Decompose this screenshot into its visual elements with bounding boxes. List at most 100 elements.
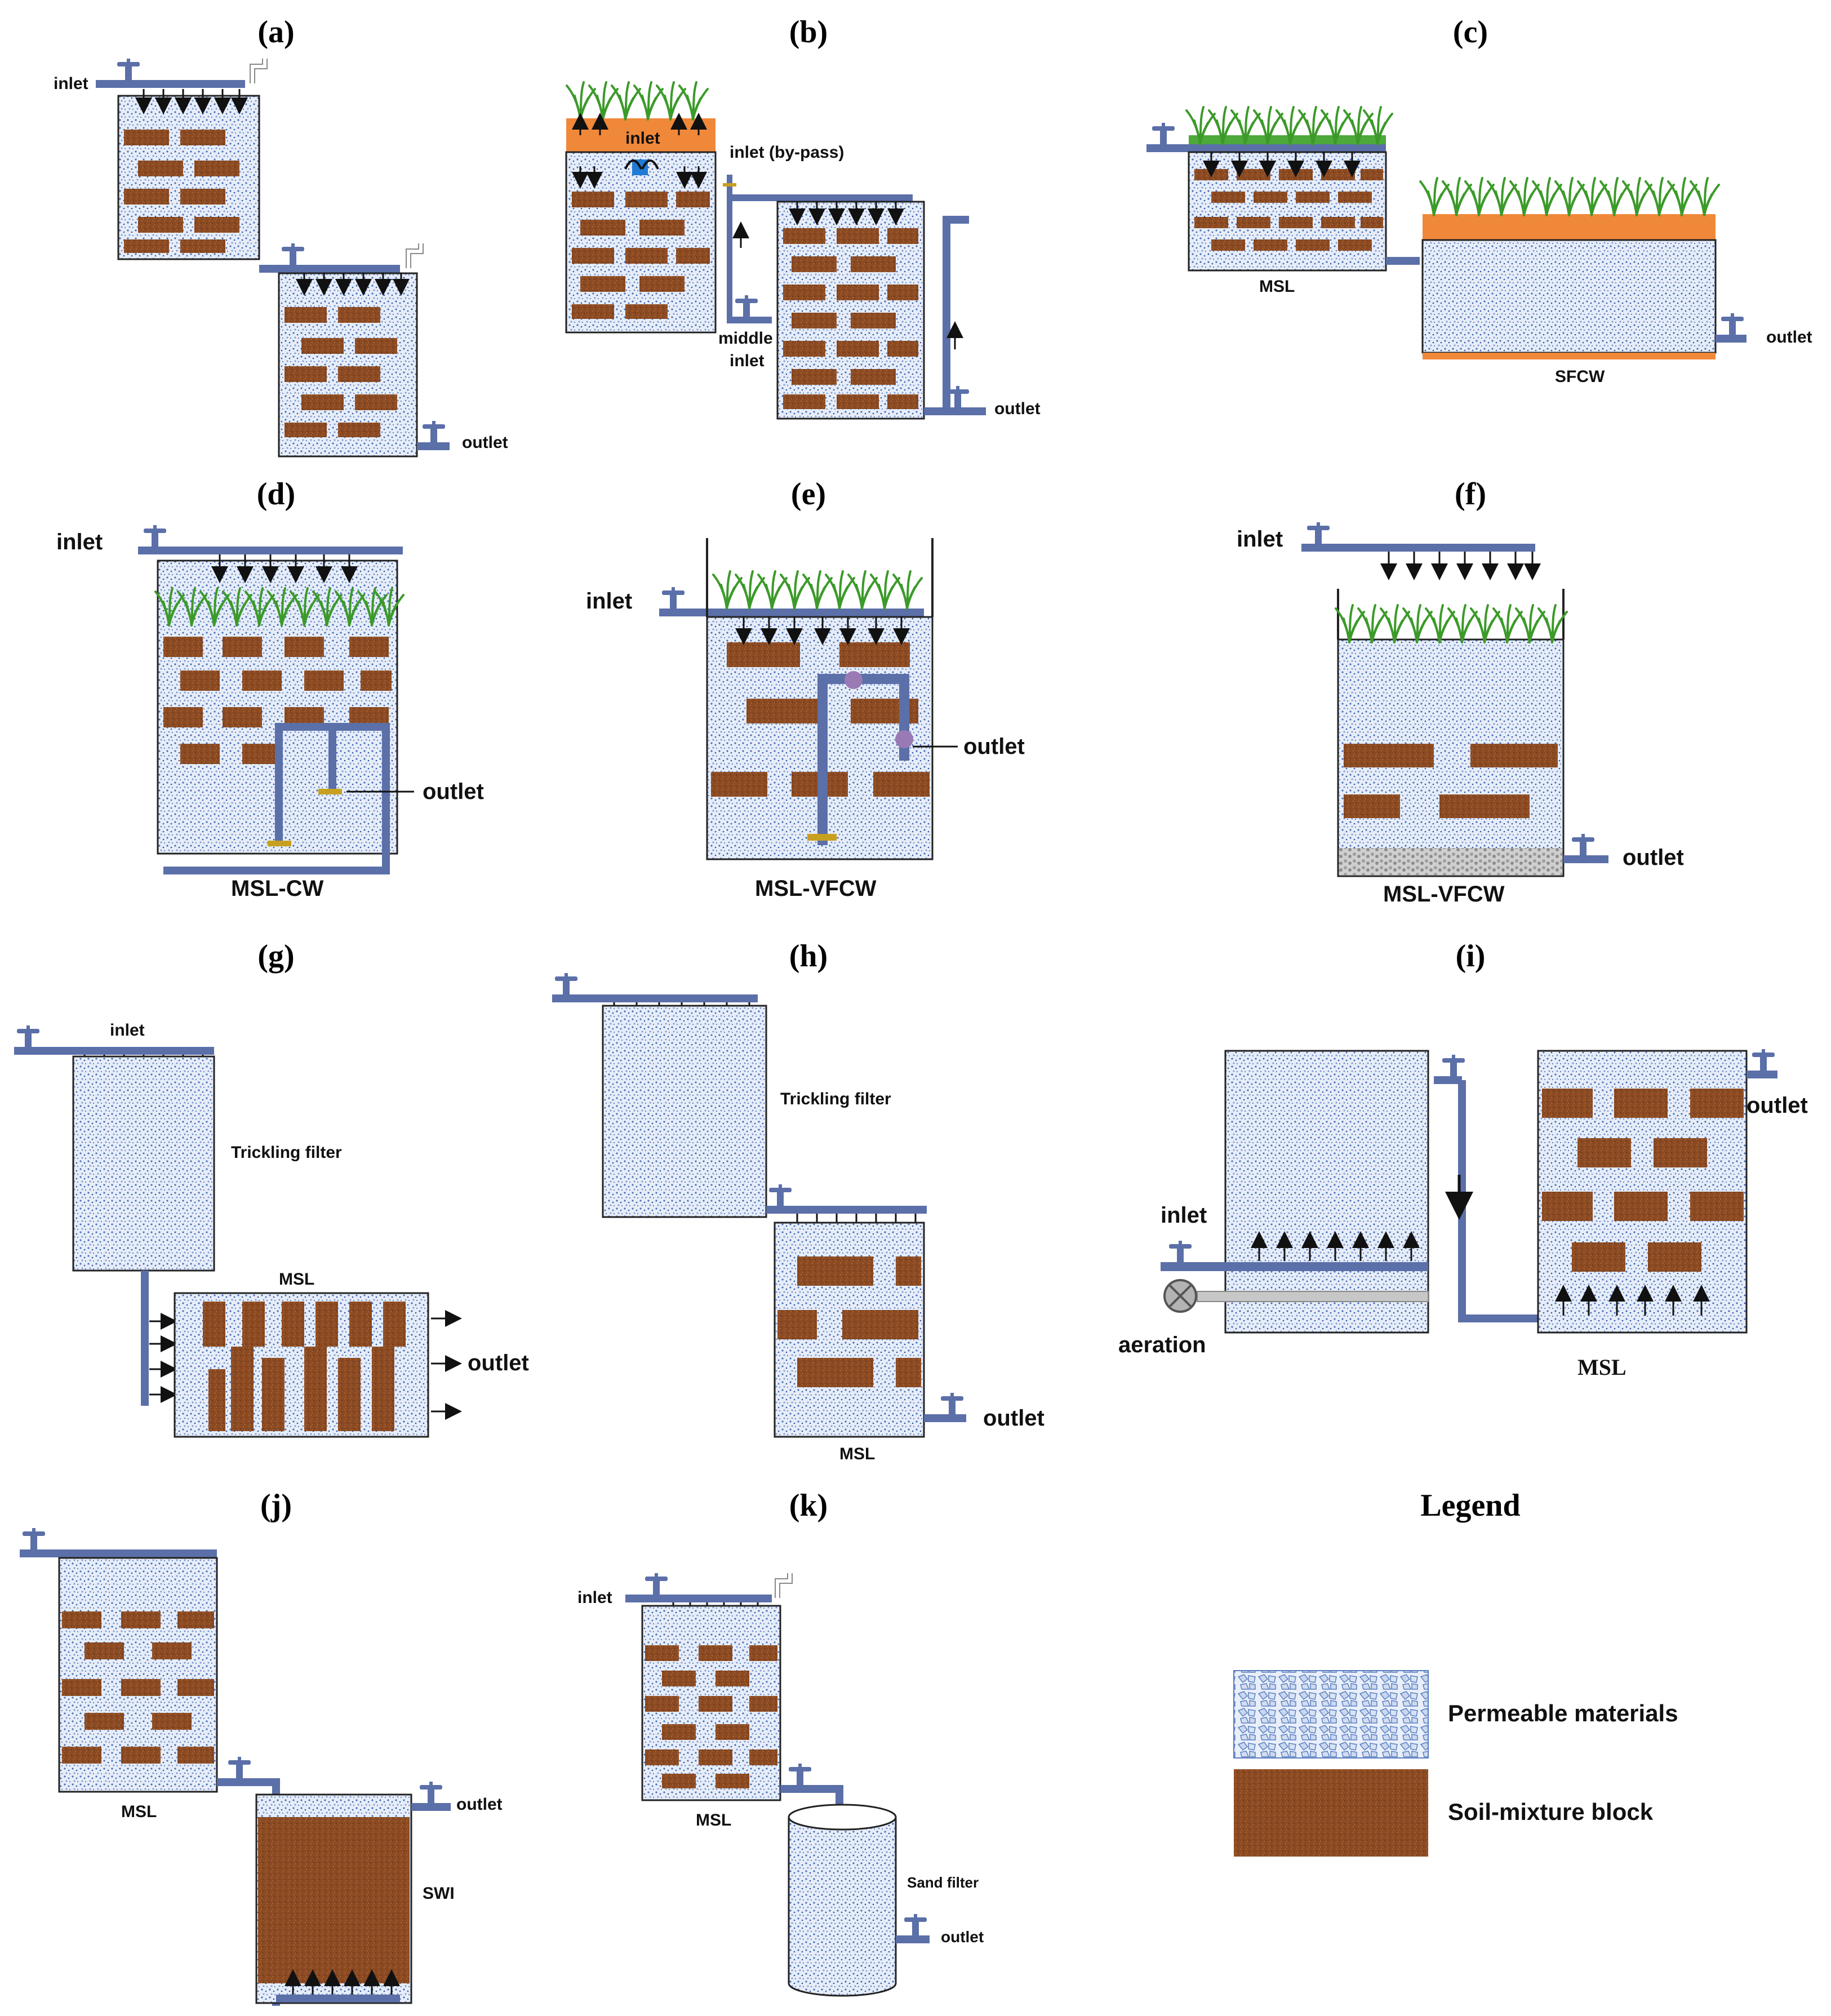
valve-icon [1442, 1055, 1465, 1076]
panel-f: (f) inlet outlet MSL-VFCW [1237, 477, 1684, 907]
panel-e: (e) inlet outlet [586, 477, 1025, 901]
panel-b-bypass-label: inlet (by-pass) [730, 143, 844, 162]
panel-g-outlet-label: outlet [468, 1351, 529, 1375]
tank-h-trickling [602, 1005, 767, 1218]
panel-f-inlet-label: inlet [1237, 527, 1283, 552]
tank-g-msl [174, 1292, 429, 1438]
panel-d-outlet-label: outlet [423, 779, 484, 804]
valve-icon [941, 1393, 963, 1414]
tank-j-msl [58, 1557, 218, 1793]
valve-icon [769, 1184, 792, 1206]
legend-soil-label: Soil-mixture block [1448, 1799, 1654, 1825]
panel-i-inlet-label: inlet [1161, 1203, 1207, 1228]
panel-b-inlet-label: inlet [625, 129, 660, 148]
panel-h-tf-label: Trickling filter [780, 1090, 891, 1108]
tank-d [154, 559, 405, 874]
panel-a-caption: (a) [257, 15, 294, 50]
valve-icon [735, 295, 758, 317]
panel-i-msl-label: MSL [1577, 1355, 1626, 1380]
valve-icon [1169, 1241, 1192, 1262]
legend-title: Legend [1420, 1488, 1520, 1523]
elbow-vent-icon [408, 243, 421, 268]
panel-e-name-label: MSL-VFCW [755, 876, 877, 901]
inlet-pipe [96, 80, 245, 88]
inlet-pipe [552, 994, 758, 1002]
inlet-pipe [20, 1549, 217, 1557]
elbow-vent-icon [777, 1573, 790, 1598]
panel-g-inlet-label: inlet [110, 1021, 145, 1040]
tank-f [1335, 589, 1568, 877]
tank-c-sfcw [1419, 177, 1720, 359]
panel-k-caption: (k) [789, 1488, 828, 1523]
panel-b-middle-inlet-label: inlet [730, 352, 765, 370]
valve-icon [1572, 834, 1594, 855]
panel-k-inlet-label: inlet [577, 1588, 612, 1607]
valve-icon [1721, 313, 1744, 335]
panel-a-inlet-label: inlet [54, 74, 88, 93]
inlet-pipe [1146, 144, 1386, 152]
legend-swatch-soil [1234, 1769, 1428, 1857]
valve-icon [904, 1914, 927, 1935]
panel-j: (j) MSL [20, 1488, 503, 2006]
valve-icon [282, 243, 304, 265]
legend-swatch-permeable [1233, 1670, 1429, 1759]
panel-c-sfcw-label: SFCW [1555, 367, 1605, 386]
panel-i-caption: (i) [1456, 939, 1486, 974]
panel-e-inlet-label: inlet [586, 589, 632, 614]
tank-c-msl [1185, 106, 1393, 272]
panel-a-outlet-label: outlet [462, 433, 508, 452]
panel-j-swi-label: SWI [423, 1884, 455, 1903]
panel-h-msl-label: MSL [839, 1445, 875, 1463]
tank-a1 [117, 95, 260, 260]
panel-b-caption: (b) [789, 15, 828, 50]
panel-g-tf-label: Trickling filter [231, 1143, 342, 1162]
panel-k-outlet-label: outlet [941, 1928, 984, 1946]
panel-b-outlet-label: outlet [994, 399, 1041, 418]
inlet-pipe [1301, 544, 1535, 552]
panel-k-sand-label: Sand filter [907, 1874, 979, 1891]
panel-c-caption: (c) [1453, 15, 1488, 50]
valve-icon [117, 59, 140, 80]
panel-j-outlet-label: outlet [456, 1795, 503, 1814]
valve-icon [144, 525, 166, 547]
panel-h-outlet-label: outlet [983, 1406, 1045, 1431]
valve-icon [789, 1764, 811, 1785]
panel-k: (k) inlet MSL Sand filter [577, 1488, 984, 1997]
aeration-icon [1163, 1279, 1197, 1313]
panel-i-aeration-label: aeration [1118, 1333, 1206, 1357]
tank-k-sand [788, 1804, 897, 1997]
arrows-down [135, 89, 248, 114]
inlet-pipe [138, 547, 403, 554]
panel-j-caption: (j) [260, 1488, 292, 1523]
valve-icon [17, 1025, 39, 1047]
inlet-pipe [625, 1595, 772, 1602]
panel-f-outlet-label: outlet [1623, 845, 1684, 870]
valve-icon [420, 1782, 442, 1803]
tank-e [706, 538, 934, 860]
tank-k-msl [641, 1605, 781, 1801]
panel-c-msl-label: MSL [1259, 277, 1295, 296]
legend-permeable-label: Permeable materials [1448, 1700, 1678, 1726]
panel-b: (b) inlet inlet (by-pass) [565, 15, 1041, 420]
valve-icon [1752, 1049, 1775, 1071]
panel-c: (c) MSL [1146, 15, 1812, 386]
panel-d-name-label: MSL-CW [231, 876, 324, 901]
valve-icon [228, 1757, 251, 1778]
panel-a: (a) inlet [54, 15, 508, 458]
valve-icon [645, 1573, 668, 1595]
tank-j-swi [255, 1793, 412, 2004]
inlet-pipe [14, 1047, 214, 1055]
panel-g-caption: (g) [257, 939, 294, 974]
panel-d-caption: (d) [257, 477, 295, 512]
valve-icon [1152, 123, 1175, 144]
panel-k-msl-label: MSL [696, 1811, 731, 1830]
panel-h: (h) Trickling filter outlet MSL [552, 939, 1045, 1463]
panel-f-caption: (f) [1455, 477, 1486, 512]
tank-i-msl [1537, 1050, 1748, 1334]
panel-e-caption: (e) [791, 477, 826, 512]
panel-d: (d) inlet outlet [56, 477, 484, 901]
panel-g: (g) inlet Trickling filter MSL o [14, 939, 529, 1438]
panel-d-inlet-label: inlet [56, 530, 103, 554]
legend: Legend Permeable materials Soil-mixture … [1233, 1488, 1678, 1857]
